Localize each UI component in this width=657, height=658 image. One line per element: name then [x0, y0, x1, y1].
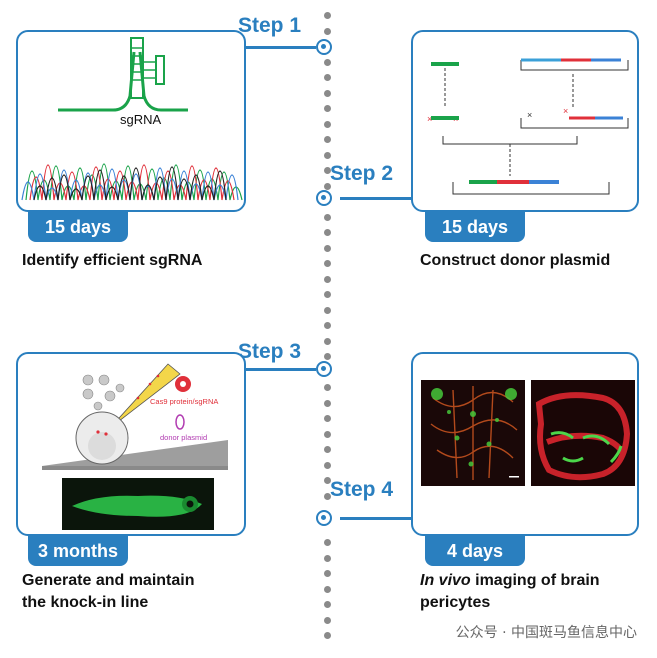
timeline-dot [324, 601, 331, 608]
timeline-dot [324, 632, 331, 639]
sgrna-text: sgRNA [120, 112, 162, 127]
step2-connector [340, 197, 412, 200]
timeline-dot [324, 120, 331, 128]
timeline-dot [324, 151, 331, 159]
step4-duration-badge: 4 days [425, 536, 525, 566]
step1-label: Step 1 [238, 14, 302, 37]
timeline-dot [324, 244, 331, 252]
timeline-dot [324, 306, 331, 314]
timeline-dot [324, 384, 331, 391]
timeline-dot [324, 136, 331, 143]
timeline-dot [324, 616, 331, 624]
sgrna-chromatogram-figure: sgRNA [21, 37, 243, 201]
timeline-dot [324, 446, 331, 453]
timeline-dot [324, 167, 331, 174]
step4-caption-line2: pericytes [420, 594, 491, 611]
cas9-annotation: Cas9 protein/sgRNA [150, 397, 218, 406]
timeline-dot [324, 415, 331, 422]
step2-panel: × × × × [411, 30, 639, 212]
timeline-dot [324, 585, 331, 593]
timeline-dot [324, 477, 331, 484]
timeline-dot [324, 399, 331, 407]
step3-connector [246, 368, 316, 371]
timeline-dot [324, 353, 331, 360]
timeline-dot [324, 12, 331, 19]
timeline-dot [324, 182, 331, 190]
timeline-dot [324, 260, 331, 267]
step3-caption-line2: the knock-in line [22, 594, 149, 611]
timeline-dot [324, 74, 331, 81]
step1-caption: Identify efficient sgRNA [22, 252, 203, 269]
timeline-dot [324, 430, 331, 438]
timeline-dot [324, 291, 331, 298]
step3-label: Step 3 [238, 340, 302, 363]
step2-node [316, 190, 332, 206]
step4-connector [340, 517, 412, 520]
svg-text:×: × [563, 106, 568, 116]
in-vivo-imaging-figure [421, 380, 635, 486]
step2-caption: Construct donor plasmid [420, 252, 611, 269]
svg-text:×: × [427, 114, 432, 124]
timeline-dot [324, 322, 331, 329]
timeline-dot [324, 229, 331, 236]
timeline-dot [324, 105, 331, 112]
step4-caption: In vivo imaging of brain pericytes [420, 570, 600, 614]
watermark: 公众号 · 中国斑马鱼信息中心 [455, 625, 637, 641]
step3-caption-line1: Generate and maintain [22, 572, 195, 589]
timeline-dot [324, 461, 331, 469]
step2-duration-badge: 15 days [425, 212, 525, 242]
timeline-dot [324, 554, 331, 562]
step1-duration-badge: 15 days [28, 212, 128, 242]
step4-panel [411, 352, 639, 536]
step3-node [316, 361, 332, 377]
timeline-dot [324, 27, 331, 35]
timeline-dot [324, 570, 331, 577]
step1-node [316, 39, 332, 55]
timeline-dot [324, 89, 331, 97]
timeline-dot [324, 492, 331, 500]
step4-caption-rest: imaging of brain [470, 572, 600, 589]
timeline-dot [324, 539, 331, 546]
timeline-dot [324, 58, 331, 66]
donor-annotation: donor plasmid [160, 433, 207, 442]
timeline-dot [324, 337, 331, 345]
step2-label: Step 2 [330, 162, 394, 185]
timeline-dot [324, 275, 331, 283]
donor-plasmid-construction-figure: × × × × [427, 58, 629, 195]
step4-caption-italic: In vivo [420, 572, 471, 589]
step4-node [316, 510, 332, 526]
step3-duration-badge: 3 months [28, 536, 128, 566]
step3-caption: Generate and maintain the knock-in line [22, 570, 195, 614]
microinjection-figure: Cas9 protein/sgRNA donor plasmid [42, 363, 228, 530]
step1-panel: sgRNA [16, 30, 246, 212]
step4-label: Step 4 [330, 478, 394, 501]
step1-connector [246, 46, 316, 49]
svg-text:×: × [527, 110, 532, 120]
step3-panel: Cas9 protein/sgRNA donor plasmid [16, 352, 246, 536]
timeline-dot [324, 213, 331, 221]
